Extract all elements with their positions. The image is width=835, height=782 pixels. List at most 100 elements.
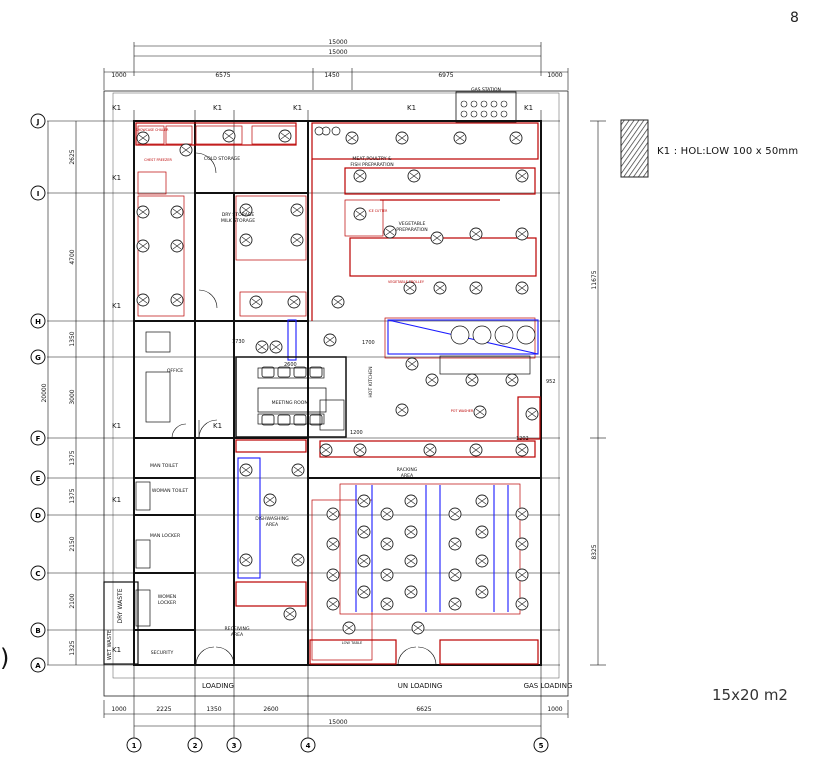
room-women-locker: WOMEN [158, 594, 176, 600]
grid-bubble-5: 5 [533, 737, 549, 753]
dim-top-seg: 1450 [324, 72, 339, 79]
svg-text:1202: 1202 [516, 436, 529, 442]
loading-labels: LOADING UN LOADING GAS LOADING [202, 682, 572, 690]
room-women-locker-2: LOCKER [158, 600, 177, 606]
grid-bubble-F: F [30, 430, 46, 446]
wall-tag: K1 [293, 104, 302, 112]
room-hot-kitchen: HOT KITCHEN [368, 366, 374, 397]
svg-text:I: I [37, 190, 40, 198]
dim-bottom-seg: 6625 [416, 706, 431, 713]
room-wet-waste: WET WASTE [107, 630, 113, 660]
room-meat-prep: MEAT,POULTRY & [352, 156, 392, 162]
gas-station: GAS STATION [455, 87, 517, 123]
room-man-toilet: MAN TOILET [150, 463, 178, 469]
grid-bubble-3: 3 [226, 737, 242, 753]
svg-text:2: 2 [193, 742, 198, 750]
dim-left-seg: 2150 [69, 536, 76, 551]
svg-text:J: J [36, 118, 40, 126]
room-veg-prep: VEGETABLE [399, 221, 426, 227]
dim-bottom-seg: 2600 [263, 706, 278, 713]
dim-left-seg: 4700 [69, 249, 76, 264]
label-showcase-chiller: SHOWCASE CHILLER [136, 128, 170, 132]
wall-tag: K1 [112, 496, 121, 504]
room-meeting: MEETING ROOM [272, 400, 309, 406]
inner-dimensions: 1700 2600 1200 1730 1202 952 [232, 339, 556, 442]
wall-tag: K1 [112, 104, 121, 112]
top-dimensions [103, 42, 569, 90]
room-veg-trolley: VEGETABLE TROLLEY [388, 280, 425, 284]
dim-left-total: 20000 [41, 383, 48, 402]
svg-text:1200: 1200 [350, 430, 363, 436]
dim-left-seg: 2100 [69, 593, 76, 608]
dim-bottom-seg: 1350 [206, 706, 221, 713]
wall-tag: K1 [112, 302, 121, 310]
grid-bubble-4: 4 [300, 737, 316, 753]
label-pot-washer: POT WASHER [451, 409, 474, 413]
dim-top-total-1: 15000 [328, 39, 347, 46]
svg-text:C: C [35, 570, 40, 578]
room-woman-toilet: WOMAN TOILET [152, 488, 188, 494]
dim-top-seg: 6575 [215, 72, 230, 79]
dim-left-seg: 1325 [69, 640, 76, 655]
red-partitions [135, 122, 541, 665]
area-note: 15x20 m2 [712, 686, 788, 704]
right-dimensions [590, 120, 606, 666]
room-milk-storage: MILK STORAGE [221, 218, 255, 224]
svg-text:3: 3 [232, 742, 237, 750]
svg-text:D: D [35, 512, 41, 520]
grid-bubble-A: A [30, 657, 46, 673]
dim-left-seg: 3000 [69, 389, 76, 404]
room-dry-waste: DRY WASTE [117, 588, 124, 623]
svg-text:952: 952 [546, 379, 556, 385]
dim-left-seg: 1375 [69, 488, 76, 503]
room-fish-prep: FISH PREPARATION [350, 162, 393, 168]
left-dimensions [47, 121, 77, 665]
dim-top-seg: 1000 [547, 72, 562, 79]
grid-bubble-I: I [30, 185, 46, 201]
gas-station-label: GAS STATION [471, 87, 501, 93]
label-gas-loading: GAS LOADING [524, 682, 573, 690]
equipment [103, 125, 539, 666]
wall-tag: K1 [112, 174, 121, 182]
stray-glyph: ) [0, 644, 10, 672]
bottom-dimensions [103, 700, 569, 727]
room-receiving-2: AREA [231, 632, 244, 638]
room-dishwashing-2: AREA [266, 522, 279, 528]
svg-text:2600: 2600 [284, 362, 297, 368]
site-boundary [103, 90, 569, 697]
grid-row-bubbles: J I H G F E D C B A [30, 113, 46, 673]
svg-text:1700: 1700 [362, 340, 375, 346]
dim-right-seg: 8325 [591, 544, 598, 559]
room-receiving: RECEIVING [224, 626, 249, 632]
wall-tag: K1 [112, 646, 121, 654]
dim-bottom-total: 15000 [328, 719, 347, 726]
room-labels: COLD STORAGE DRY STORAGE MILK STORAGE ME… [107, 128, 474, 660]
svg-text:H: H [35, 318, 41, 326]
walls [133, 120, 542, 666]
svg-text:A: A [35, 662, 41, 670]
room-dry-storage: DRY STORAGE [222, 212, 255, 218]
label-chest-freezer: CHEST FREEZER [144, 158, 172, 162]
wall-tag: K1 [524, 104, 533, 112]
dim-left-seg: 1375 [69, 450, 76, 465]
legend-hatch-swatch [620, 119, 649, 178]
label-unloading: UN LOADING [398, 682, 443, 690]
label-ice-cutter: ICE CUTTER [369, 209, 389, 213]
svg-text:B: B [35, 627, 40, 635]
dim-top-seg: 1000 [111, 72, 126, 79]
room-cold-storage: COLD STORAGE [204, 156, 240, 162]
wall-tags: K1 K1 K1 K1 K1 K1 K1 K1 K1 K1 K1 [112, 104, 533, 654]
wall-tag: K1 [213, 422, 222, 430]
grid-bubble-H: H [30, 313, 46, 329]
grid-col-bubbles: 1 2 3 4 5 [126, 737, 549, 753]
wall-tag: K1 [213, 104, 222, 112]
grid-bubble-B: B [30, 622, 46, 638]
label-loading: LOADING [202, 682, 234, 690]
grid-bubble-C: C [30, 565, 46, 581]
dim-bottom-seg: 2225 [156, 706, 171, 713]
room-racking: RACKING [397, 467, 418, 473]
page-number: 8 [790, 10, 799, 26]
dim-right-seg: 11675 [591, 270, 598, 289]
grid-bubble-J: J [30, 113, 46, 129]
grid-bubble-D: D [30, 507, 46, 523]
